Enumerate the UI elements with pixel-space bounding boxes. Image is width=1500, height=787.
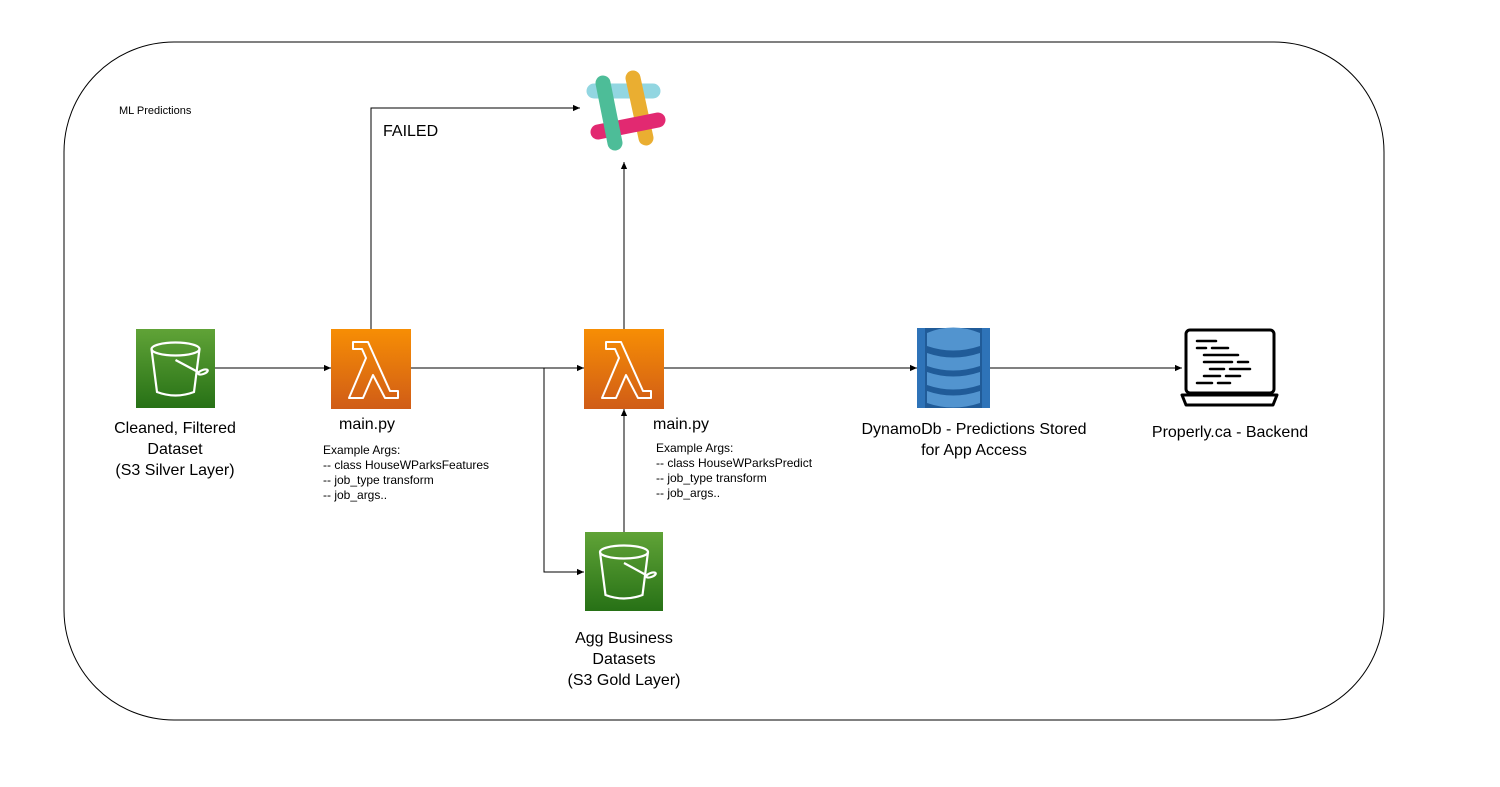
dynamodb-label-line: DynamoDb - Predictions Stored [861, 421, 1087, 438]
lambda-icon-2 [584, 329, 664, 409]
edge-branch-to-gold [543, 368, 584, 576]
lambda2-arg-line: -- class HouseWParksPredict [656, 456, 813, 470]
gold-dataset-label: Agg Business Datasets (S3 Gold Layer) [524, 628, 724, 691]
container-label: ML Predictions [119, 105, 192, 117]
laptop-icon [1180, 328, 1279, 407]
lambda1-arg-line: -- job_type transform [323, 473, 434, 487]
lambda1-arg-line: -- class HouseWParksFeatures [323, 458, 490, 472]
failed-label: FAILED [383, 123, 439, 140]
lambda-icon-1 [331, 329, 411, 409]
lambda1-title: main.py [339, 416, 396, 433]
lambda2-title: main.py [653, 416, 710, 433]
backend-label-line: Properly.ca - Backend [1151, 424, 1309, 441]
silver-label-line: Cleaned, Filtered [114, 420, 236, 437]
s3-gold-icon [585, 532, 663, 611]
slack-icon [586, 70, 666, 151]
lambda2-arg-line: Example Args: [656, 441, 734, 455]
lambda2-args: Example Args: -- class HouseWParksPredic… [656, 441, 812, 501]
lambda1-args: Example Args: -- class HouseWParksFeatur… [323, 443, 489, 503]
dynamodb-icon [917, 327, 990, 408]
gold-label-line: (S3 Gold Layer) [567, 672, 681, 689]
edge-lambda1-failed-to-slack [370, 104, 580, 329]
silver-label-line: (S3 Silver Layer) [115, 462, 235, 479]
dynamodb-label: DynamoDb - Predictions Stored for App Ac… [834, 419, 1114, 461]
silver-label-line: Dataset [147, 441, 203, 458]
gold-label-line: Datasets [592, 651, 656, 668]
lambda1-arg-line: -- job_args.. [323, 488, 388, 502]
connectors [215, 104, 1182, 576]
backend-label: Properly.ca - Backend [1130, 422, 1330, 443]
lambda2-arg-line: -- job_args.. [656, 486, 721, 500]
ml-predictions-container [63, 41, 1385, 721]
silver-dataset-label: Cleaned, Filtered Dataset (S3 Silver Lay… [75, 418, 275, 481]
lambda2-arg-line: -- job_type transform [656, 471, 767, 485]
dynamodb-label-line: for App Access [921, 442, 1027, 459]
lambda1-arg-line: Example Args: [323, 443, 401, 457]
s3-silver-icon [136, 329, 215, 408]
gold-label-line: Agg Business [575, 630, 673, 647]
